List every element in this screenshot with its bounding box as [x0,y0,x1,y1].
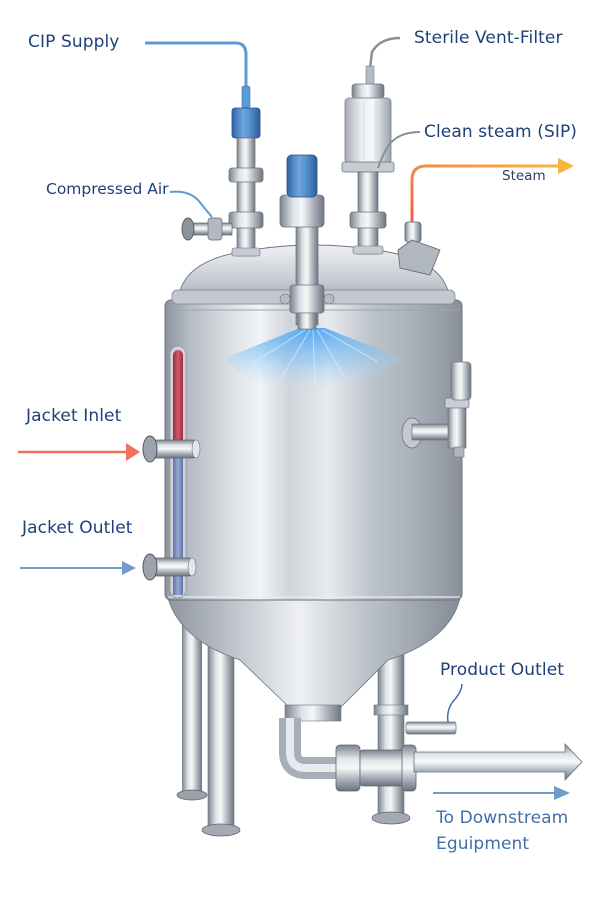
jacket-inlet-arrow [18,443,140,461]
label-jacket-outlet: Jacket Outlet [22,518,133,538]
label-product-outlet: Product Outlet [440,660,565,680]
label-sterile-vent-filter: Sterile Vent-Filter [414,28,563,48]
jacket-outlet-nozzle[interactable] [142,553,197,581]
label-compressed-air: Compressed Air [46,180,169,198]
spray-ball-assembly [279,154,335,330]
jacket-outlet-arrow [20,561,136,575]
label-clean-steam: Clean steam (SIP) [424,122,578,142]
label-cip-supply: CIP Supply [28,32,120,52]
clean-steam-leader [377,131,421,169]
label-jacket-inlet: Jacket Inlet [26,406,122,426]
jacket-inlet-nozzle[interactable] [142,435,201,463]
downstream-arrow [433,786,570,800]
sterile-vent-filter[interactable] [341,36,421,255]
product-outlet-piping[interactable] [279,683,583,792]
jacket-sight-tube [169,345,187,599]
steam-arrowhead [558,158,574,174]
cip-spray-pattern [225,328,400,398]
compressed-air-valve[interactable] [169,190,233,241]
label-to-downstream-line1: To Downstream [436,808,569,828]
sample-valve[interactable] [401,361,472,458]
cip-supply-nozzle[interactable] [145,41,264,257]
downstream-pipe [413,742,583,782]
label-to-downstream-line2: Eguipment [436,834,530,854]
label-steam: Steam [502,168,546,184]
product-outlet-leader [446,683,463,723]
steam-port[interactable] [397,158,574,276]
